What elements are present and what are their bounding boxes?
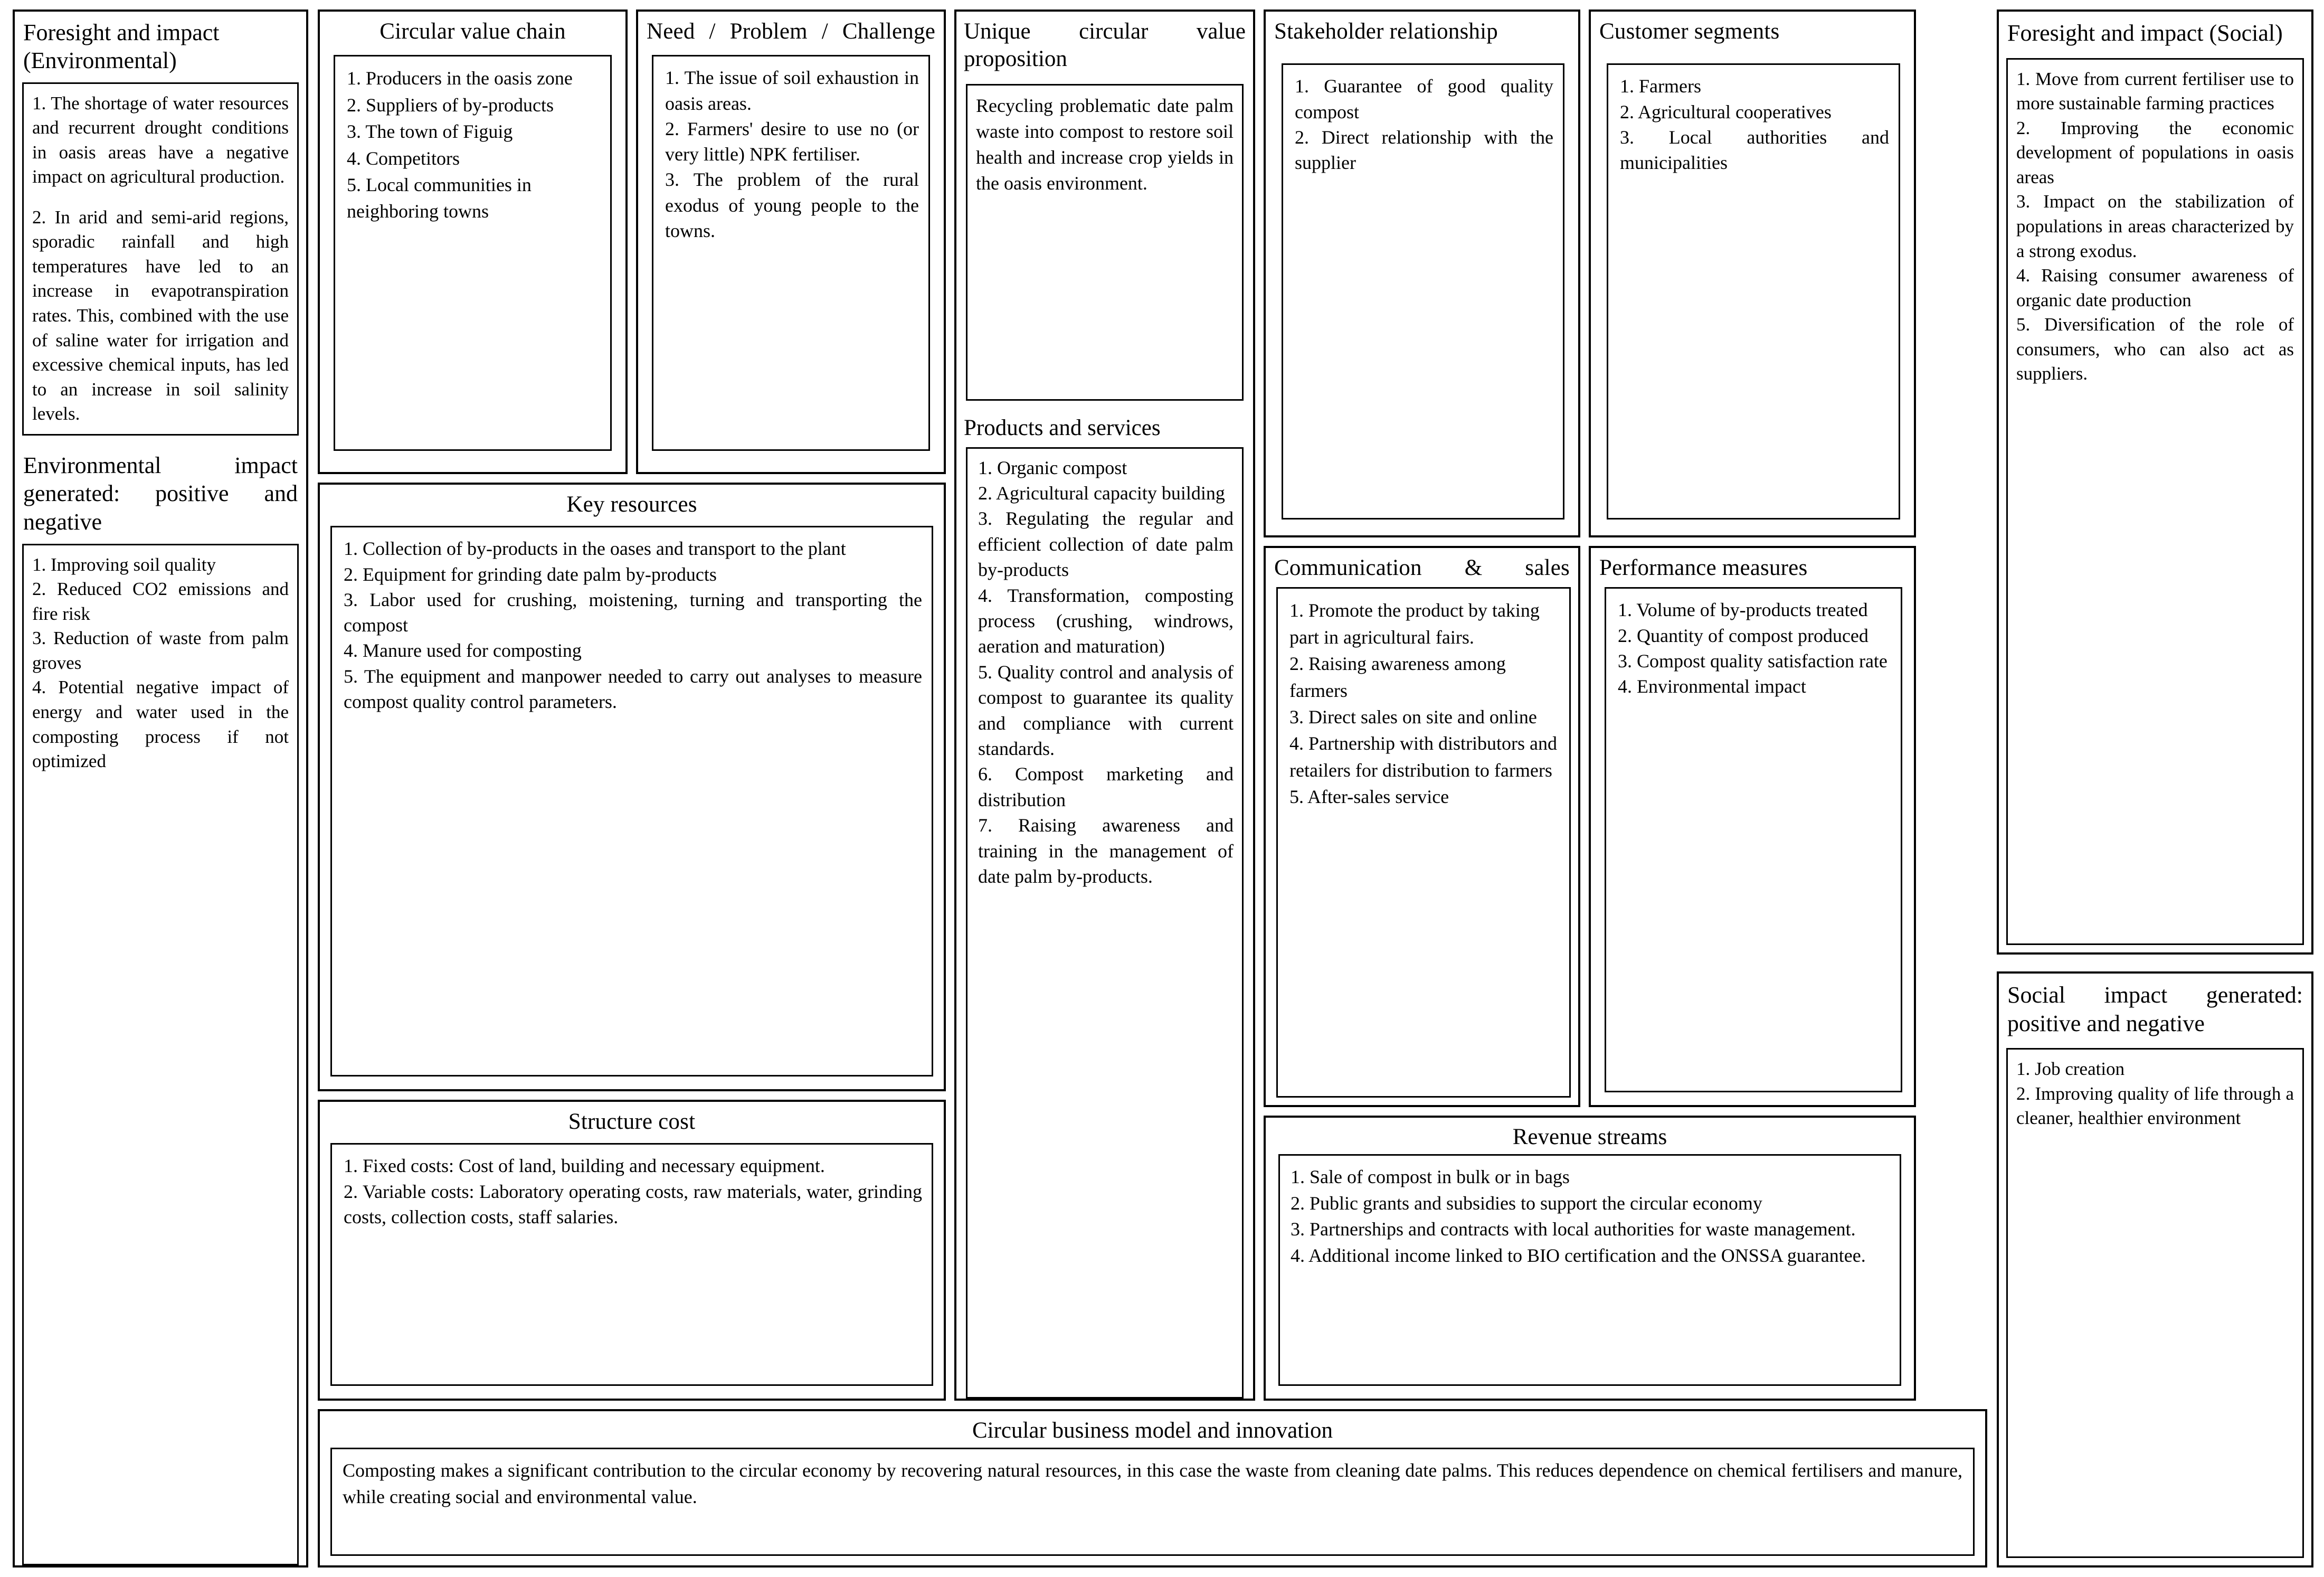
panel-title-revenue-streams: Revenue streams [1512,1125,1667,1149]
social-impact-content: 1. Job creation 2. Improving quality of … [2006,1048,2304,1558]
panel-title-social-impact: Social impact generated: positive and ne… [2007,982,2303,1036]
key-resources-content: 1. Collection of by-products in the oase… [330,526,933,1076]
panel-circular-business-model-innovation: Circular business model and innovation C… [318,1409,1987,1567]
panel-circular-value-chain: Circular value chain 1. Producers in the… [318,10,628,474]
panel-title-products-and-services: Products and services [964,415,1161,440]
paragraph-spacer [32,190,289,205]
operations-top-row: Circular value chain 1. Producers in the… [318,10,946,474]
relations-and-customers-region: Stakeholder relationship 1. Guarantee of… [1264,10,1916,1401]
stakeholder-relationship-content: 1. Guarantee of good quality compost 2. … [1282,63,1564,520]
panel-communication-sales: Communication & sales 1. Promote the pro… [1264,546,1580,1107]
panel-title-key-resources: Key resources [566,492,697,517]
performance-measures-content: 1. Volume of by-products treated 2. Quan… [1605,587,1902,1092]
revenue-streams-content: 1. Sale of compost in bulk or in bags 2.… [1278,1154,1901,1386]
center-upper-region: Circular value chain 1. Producers in the… [318,10,1987,1401]
column-environmental: Foresight and impact (Environmental) 1. … [13,10,308,1567]
communication-sales-content: 1. Promote the product by taking part in… [1276,587,1571,1098]
structure-cost-content: 1. Fixed costs: Cost of land, building a… [330,1143,933,1386]
foresight-environmental-content: 1. The shortage of water resources and r… [22,82,299,436]
panel-structure-cost: Structure cost 1. Fixed costs: Cost of l… [318,1100,946,1401]
need-problem-challenge-content: 1. The issue of soil exhaustion in oasis… [652,55,930,451]
foresight-social-content: 1. Move from current fertiliser use to m… [2006,58,2304,945]
circular-value-chain-content: 1. Producers in the oasis zone 2. Suppli… [334,55,612,451]
panel-title-structure-cost: Structure cost [568,1109,696,1134]
panel-title-foresight-environmental: Foresight and impact (Environmental) [23,20,220,73]
value-proposition-content: Recycling problematic date palm waste in… [966,83,1244,401]
column-customers: Customer segments 1. Farmers 2. Agricult… [1589,10,1916,1107]
foresight-environmental-item-2: 2. In arid and semi-arid regions, sporad… [32,206,289,424]
panel-key-resources: Key resources 1. Collection of by-produc… [318,483,946,1091]
panel-social-impact: Social impact generated: positive and ne… [1997,971,2313,1567]
panel-unique-circular-value-proposition: Unique circular value proposition Recycl… [954,10,1255,1401]
panel-title-communication-sales: Communication & sales [1274,555,1570,580]
customer-segments-content: 1. Farmers 2. Agricultural cooperatives … [1607,63,1900,520]
panel-title-environmental-impact: Environmental impact generated: positive… [23,452,298,535]
panel-foresight-social: Foresight and impact (Social) 1. Move fr… [1997,10,2313,955]
panel-customer-segments: Customer segments 1. Farmers 2. Agricult… [1589,10,1916,537]
panel-performance-measures: Performance measures 1. Volume of by-pro… [1589,546,1916,1107]
panel-title-customer-segments: Customer segments [1599,19,1780,44]
column-relationships: Stakeholder relationship 1. Guarantee of… [1264,10,1580,1107]
relations-customers-top: Stakeholder relationship 1. Guarantee of… [1264,10,1916,1107]
panel-title-stakeholder-relationship: Stakeholder relationship [1274,19,1498,44]
panel-foresight-environmental: Foresight and impact (Environmental) 1. … [13,10,308,1567]
panel-title-circular-business-model-innovation: Circular business model and innovation [972,1418,1333,1443]
products-and-services-content: 1. Organic compost 2. Agricultural capac… [966,447,1244,1399]
column-social: Foresight and impact (Social) 1. Move fr… [1997,10,2313,1567]
circular-business-model-innovation-content: Composting makes a significant contribut… [330,1448,1975,1556]
column-value-proposition: Unique circular value proposition Recycl… [954,10,1255,1401]
panel-title-value-proposition: Unique circular value proposition [964,19,1246,72]
environmental-impact-content: 1. Improving soil quality 2. Reduced CO2… [22,543,299,1565]
panel-title-performance-measures: Performance measures [1599,555,1808,580]
panel-title-circular-value-chain: Circular value chain [380,19,566,44]
panel-stakeholder-relationship: Stakeholder relationship 1. Guarantee of… [1264,10,1580,537]
panel-revenue-streams: Revenue streams 1. Sale of compost in bu… [1264,1116,1916,1401]
foresight-environmental-item-1: 1. The shortage of water resources and r… [32,92,289,187]
center-region: Circular value chain 1. Producers in the… [318,10,1987,1567]
panel-title-need-problem-challenge: Need / Problem / Challenge [647,19,935,44]
column-operations: Circular value chain 1. Producers in the… [318,10,946,1401]
panel-need-problem-challenge: Need / Problem / Challenge 1. The issue … [636,10,946,474]
panel-title-foresight-social: Foresight and impact (Social) [2007,20,2283,46]
